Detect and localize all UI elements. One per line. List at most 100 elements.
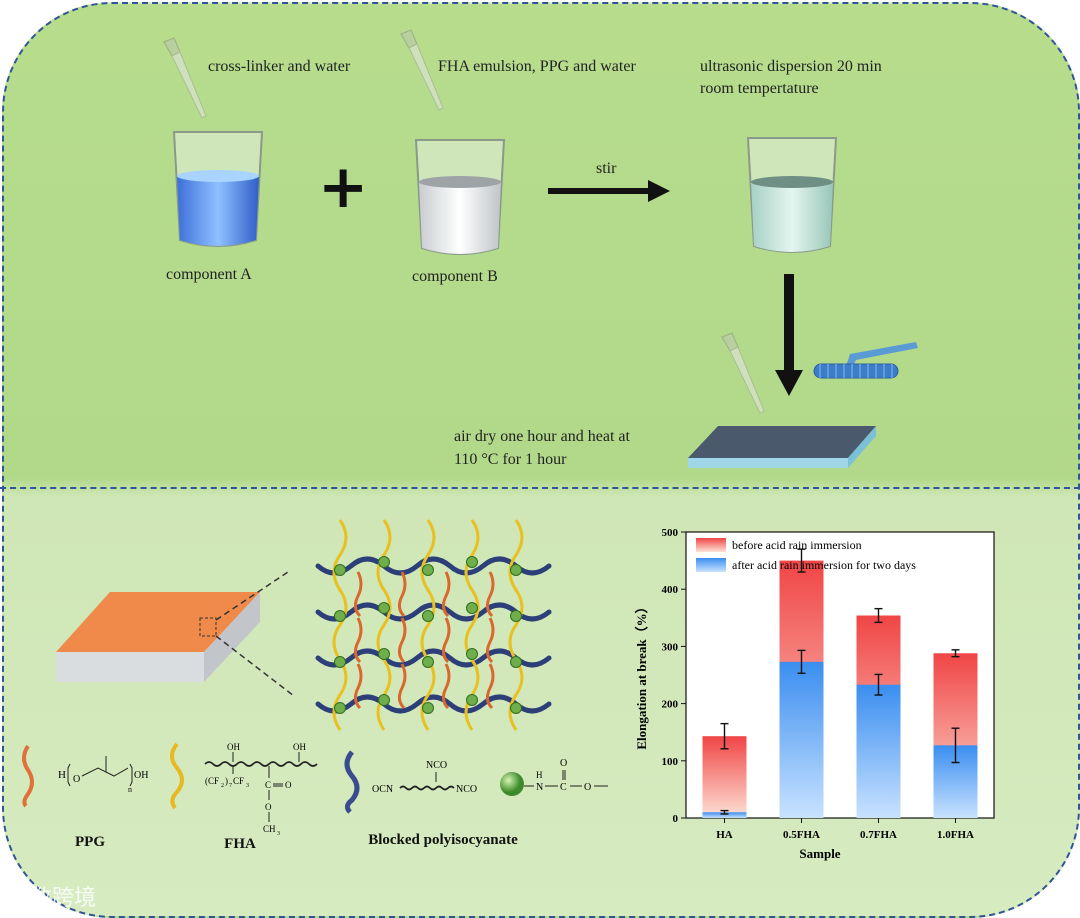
x-tick-label: 0.5FHA [783,829,820,841]
bar-before [702,736,747,818]
bar-after [779,661,824,818]
legend-swatch [696,538,726,552]
ppg-chain [441,571,451,618]
ppg-chain [485,663,495,710]
fha-chain [332,519,348,731]
polyisocyanate-structure-icon: NCO OCN NCO [344,750,477,814]
dropper-icon [163,37,207,119]
legend-label: after acid rain immersion for two days [732,558,916,572]
ppg-chain [353,617,363,664]
x-tick-label: HA [716,829,733,841]
crosslink-node [422,564,434,576]
svg-text:OCN: OCN [372,784,393,795]
dropper-icon [721,332,765,414]
ppg-label: PPG [75,834,105,850]
section-divider [0,487,1080,489]
watermark: 大数跨境 [8,886,97,911]
svg-text:2: 2 [221,783,224,789]
svg-text:(CF: (CF [205,776,219,786]
dispersion-text: ultrasonic dispersion 20 min [700,58,882,75]
svg-text:7: 7 [229,783,232,789]
component-b-label: component B [412,268,498,285]
y-tick-label: 0 [673,813,679,825]
svg-text:H: H [58,769,66,781]
svg-text:3: 3 [277,831,280,837]
svg-text:O: O [73,774,80,785]
bar-after [856,684,901,818]
crosslink-node [510,610,522,622]
crosslink-node [466,602,478,614]
backbone-chain [315,556,552,576]
x-axis-label: Sample [799,846,840,861]
svg-text:3: 3 [246,783,249,789]
svg-text:CF: CF [233,776,244,786]
stir-label: stir [596,160,617,177]
svg-text:OH: OH [134,770,148,781]
plus-icon: + [318,152,369,222]
fha-structure-icon: OH OH (CF 2 ) 7 CF 3 C O O CH 3 [170,742,318,837]
component-a-label: component A [166,266,252,283]
beaker-b-icon [414,139,506,255]
coated-substrate-icon [688,426,876,468]
svg-text:O: O [584,782,591,793]
y-tick-label: 100 [662,756,679,768]
crosslink-node [466,694,478,706]
fha-chain [508,519,524,731]
crosslink-node [378,556,390,568]
ppg-chain [397,663,407,710]
blocked-polyisocyanate-label: Blocked polyisocyanate [368,832,518,848]
legend-swatch [696,558,726,572]
x-tick-label: 0.7FHA [860,829,897,841]
elongation-chart: Sample Elongation at break（%） 0 100 200 300… [634,527,995,861]
y-tick-label: 300 [662,641,679,653]
y-axis-label: Elongation at break（%） [634,600,649,749]
y-tick-label: 400 [662,584,679,596]
crosslink-node [422,656,434,668]
fha-label: FHA [224,836,256,852]
ppg-chain [485,617,495,664]
crosslink-node [334,702,346,714]
ppg-chain [397,571,407,618]
ppg-chain [353,571,363,618]
beaker-a-icon [172,131,264,247]
crosslink-node [334,610,346,622]
polymer-network-icon [315,519,552,731]
svg-text:N: N [536,782,543,793]
crosslink-node [510,656,522,668]
cure-text-line1: air dry one hour and heat at [454,428,630,445]
y-tick-label: 500 [662,527,679,539]
crosslink-node [378,602,390,614]
fha-chain [420,519,436,731]
ppg-chain [441,617,451,664]
svg-text:H: H [536,770,543,780]
reagent-a-text: cross-linker and water [208,58,351,75]
zoom-lines [215,571,295,697]
legend-label: before acid rain immersion [732,538,862,552]
svg-text:NCO: NCO [456,784,477,795]
svg-text:OH: OH [227,742,240,752]
arrow-right-icon [548,180,670,202]
crosslink-node [466,648,478,660]
crosslink-node [378,694,390,706]
ppg-structure-icon: H O OH n [22,744,148,808]
roller-icon [813,342,918,379]
svg-text:C: C [560,782,567,793]
bar-after [702,812,747,818]
ppg-chain [397,617,407,664]
dropper-icon [400,29,444,111]
svg-text:O: O [285,780,292,790]
crosslink-node [422,610,434,622]
crosslink-node [334,564,346,576]
svg-text:NCO: NCO [426,760,447,771]
crosslink-node [466,556,478,568]
arrow-down-icon [775,274,803,396]
x-tick-label: 1.0FHA [937,829,974,841]
crosslink-node [510,564,522,576]
y-tick-label: 200 [662,699,679,711]
urethane-node-icon: N H C O O [500,758,608,796]
crosslink-node [378,648,390,660]
reagent-b-text: FHA emulsion, PPG and water [438,58,636,75]
svg-text:C: C [265,780,271,790]
svg-text:O: O [560,758,567,769]
coating-slab-icon [56,592,260,682]
